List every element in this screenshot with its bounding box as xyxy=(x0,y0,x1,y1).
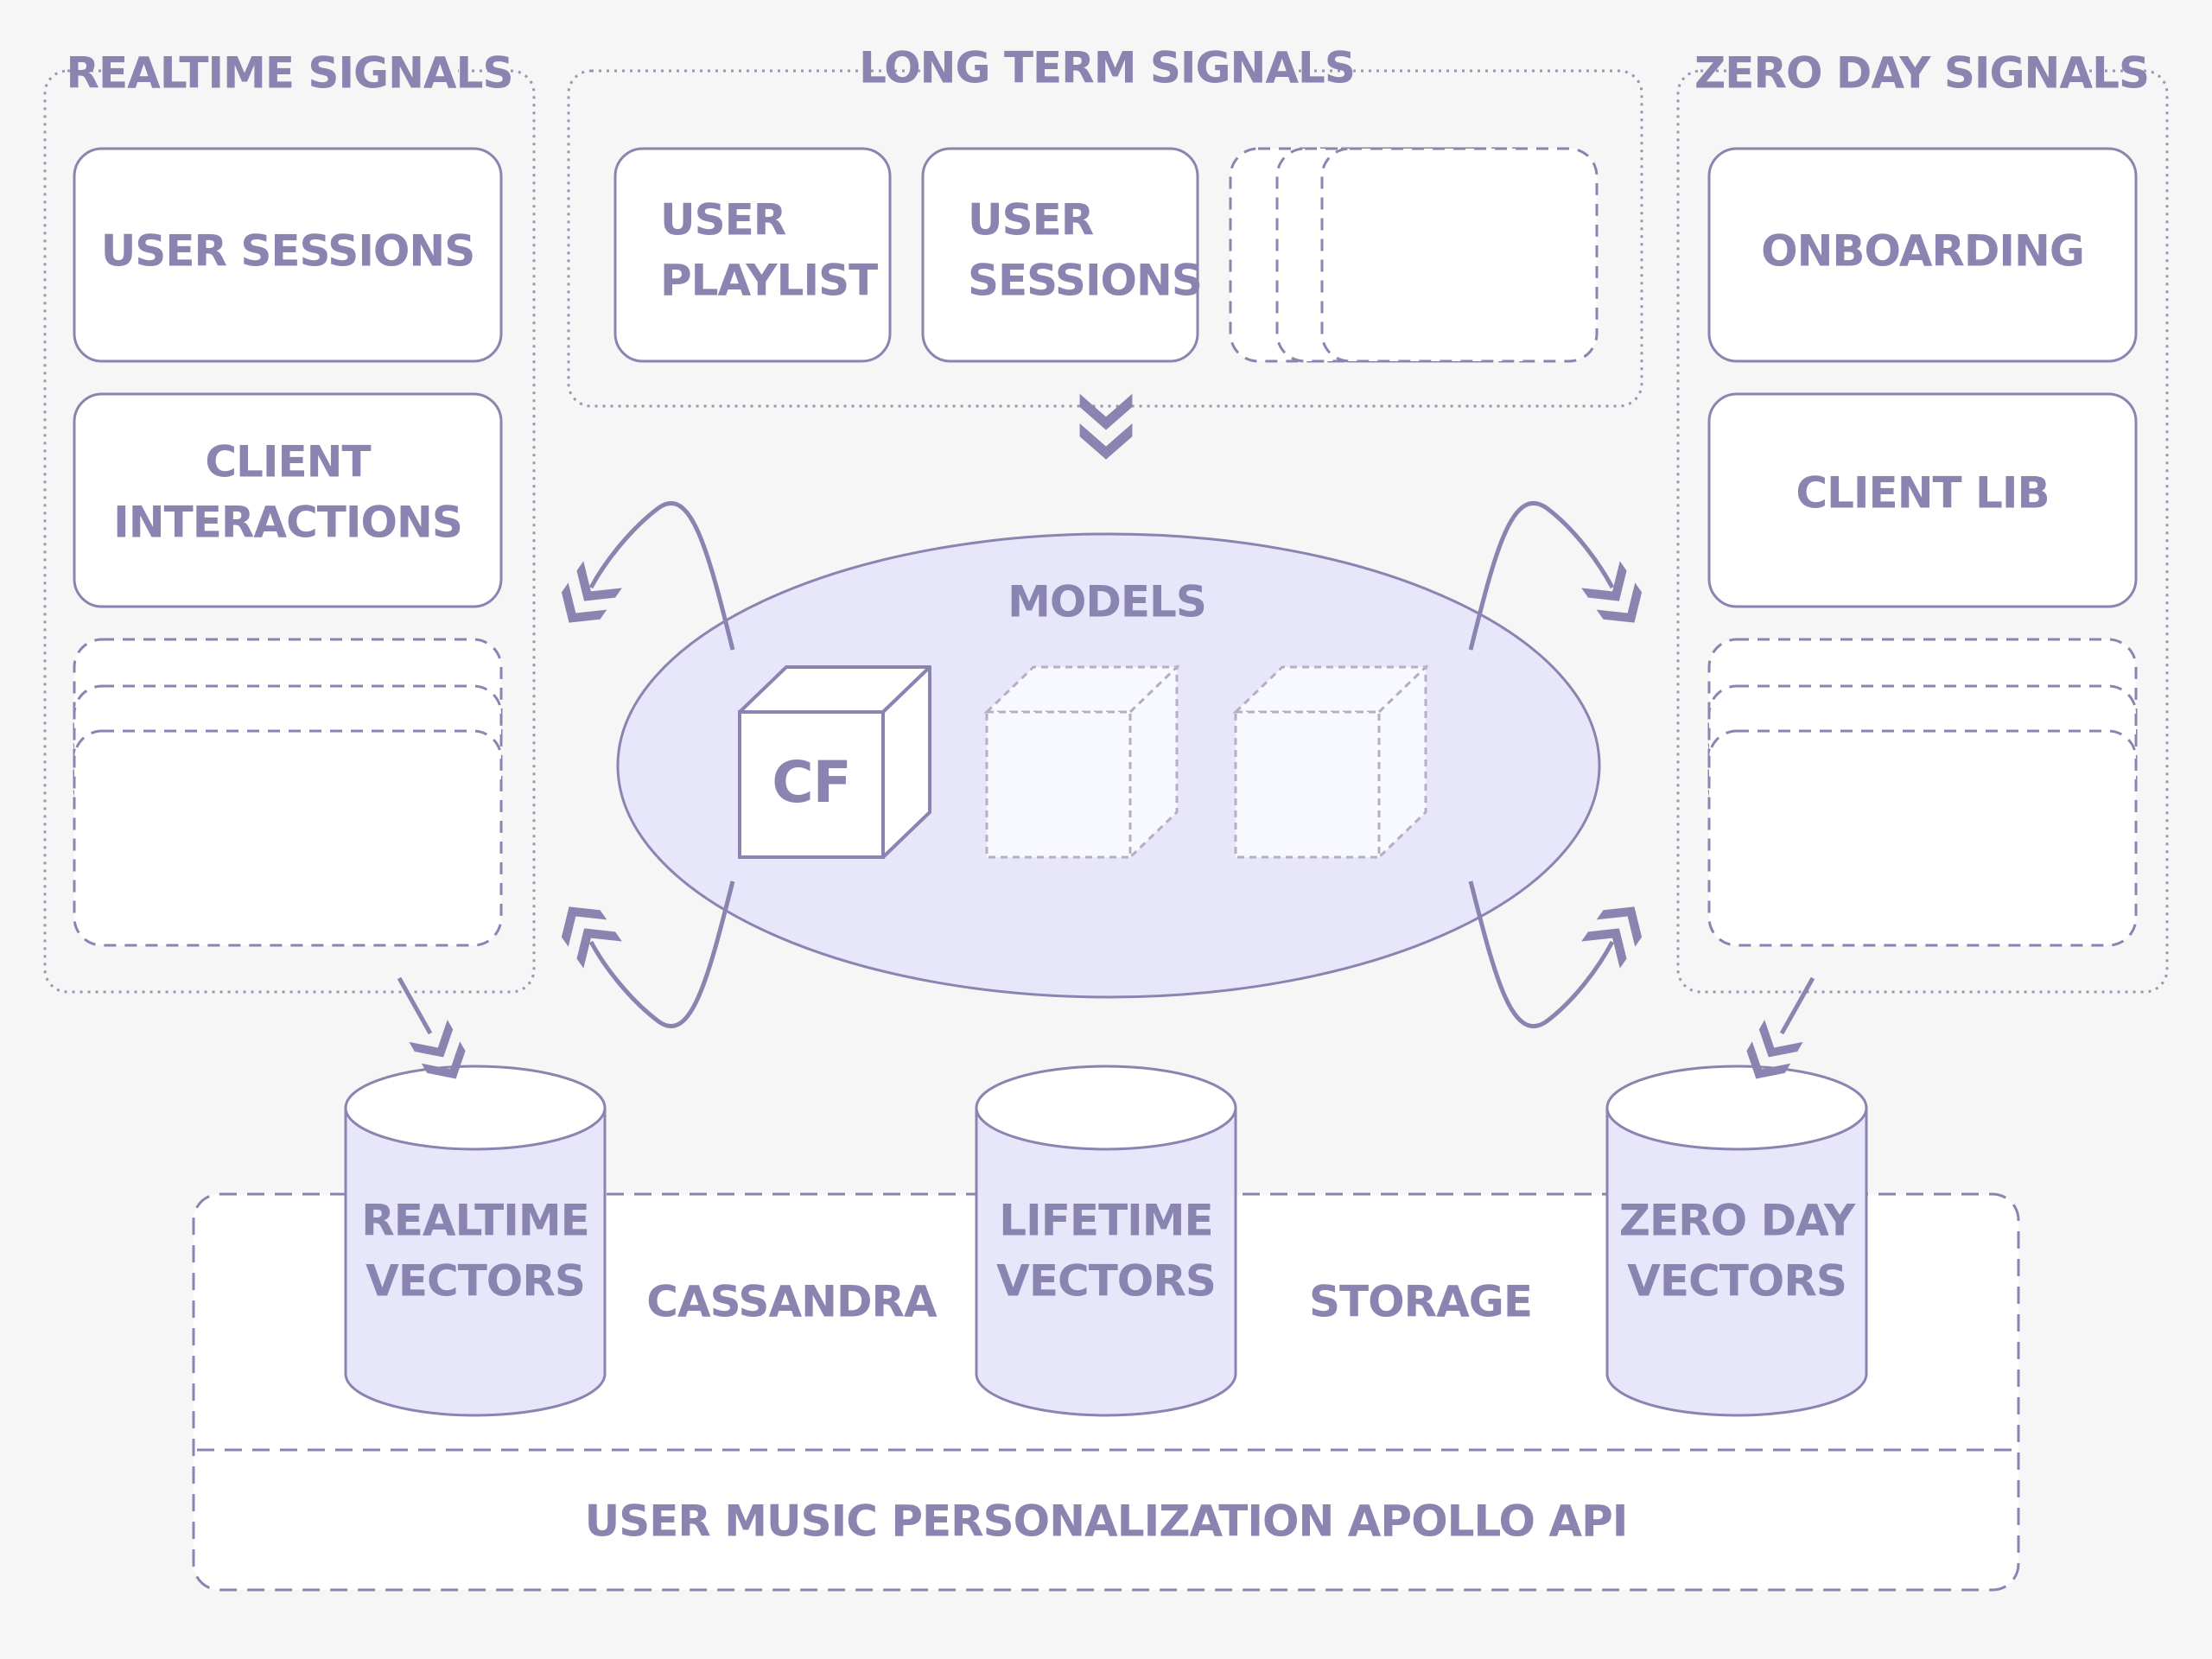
storage-label: STORAGE xyxy=(1309,1277,1532,1327)
onboarding-box xyxy=(1707,147,2138,363)
client-interactions-label-1: CLIENT xyxy=(205,437,371,487)
apollo-api-label: USER MUSIC PERSONALIZATION APOLLO API xyxy=(585,1497,1628,1547)
curved-arrow-top-left xyxy=(550,500,735,651)
long-term-user-sessions-label-1: USER xyxy=(968,195,1094,245)
lifetime-vectors-label-2: VECTORS xyxy=(996,1256,1216,1306)
zero-day-signals-title: ZERO DAY SIGNALS xyxy=(1694,48,2149,99)
onboarding-label: ONBOARDING xyxy=(1761,226,2084,276)
realtime-placeholder-stack xyxy=(73,638,503,947)
cf-model-cube: CF xyxy=(738,665,931,859)
user-playlist-label-1: USER xyxy=(660,195,786,245)
zero-day-placeholder-stack xyxy=(1707,638,2138,947)
realtime-user-sessions-box xyxy=(73,147,503,363)
curved-arrow-bottom-right xyxy=(1468,880,1654,1029)
arrow-realtime-to-vectors xyxy=(397,976,475,1090)
double-chevron-down-icon xyxy=(1079,393,1133,460)
arrow-zero-day-to-vectors xyxy=(1737,976,1815,1090)
realtime-signals-group: REALTIME SIGNALS USER SESSIONS CLIENT IN… xyxy=(43,45,536,994)
long-term-placeholder-stack xyxy=(1229,147,1599,363)
placeholder-model-cube-1 xyxy=(983,664,1180,861)
user-playlist-label-2: PLAYLIST xyxy=(660,256,878,306)
realtime-vectors-label-2: VECTORS xyxy=(365,1256,585,1306)
client-interactions-box xyxy=(73,392,503,608)
realtime-signals-title: REALTIME SIGNALS xyxy=(66,48,512,99)
lifetime-vectors-cylinder: LIFETIME VECTORS xyxy=(975,1065,1237,1417)
client-interactions-label-2: INTERACTIONS xyxy=(113,498,462,548)
cf-label: CF xyxy=(772,749,851,816)
long-term-user-sessions-box xyxy=(921,147,1199,363)
zero-day-signals-group: ZERO DAY SIGNALS ONBOARDING CLIENT LIB xyxy=(1676,45,2169,994)
long-term-signals-title: LONG TERM SIGNALS xyxy=(859,43,1355,93)
user-playlist-box xyxy=(613,147,892,363)
models-title: MODELS xyxy=(1007,577,1206,627)
realtime-vectors-cylinder: REALTIME VECTORS xyxy=(344,1065,607,1417)
zero-day-vectors-cylinder: ZERO DAY VECTORS xyxy=(1605,1065,1868,1417)
lifetime-vectors-label-1: LIFETIME xyxy=(999,1196,1212,1246)
curved-arrow-top-right xyxy=(1468,500,1654,651)
zero-day-vectors-label-2: VECTORS xyxy=(1627,1256,1847,1306)
long-term-signals-group: LONG TERM SIGNALS USER PLAYLIST USER SES… xyxy=(567,41,1643,408)
curved-arrow-bottom-left xyxy=(550,880,735,1029)
client-lib-box xyxy=(1707,392,2138,608)
long-term-user-sessions-label-2: SESSIONS xyxy=(968,256,1202,306)
realtime-vectors-label-1: REALTIME xyxy=(361,1196,589,1246)
realtime-user-sessions-label: USER SESSIONS xyxy=(101,226,475,276)
zero-day-vectors-label-1: ZERO DAY xyxy=(1619,1196,1856,1246)
cassandra-label: CASSANDRA xyxy=(646,1277,938,1327)
client-lib-label: CLIENT LIB xyxy=(1796,468,2049,518)
placeholder-model-cube-2 xyxy=(1232,664,1429,861)
